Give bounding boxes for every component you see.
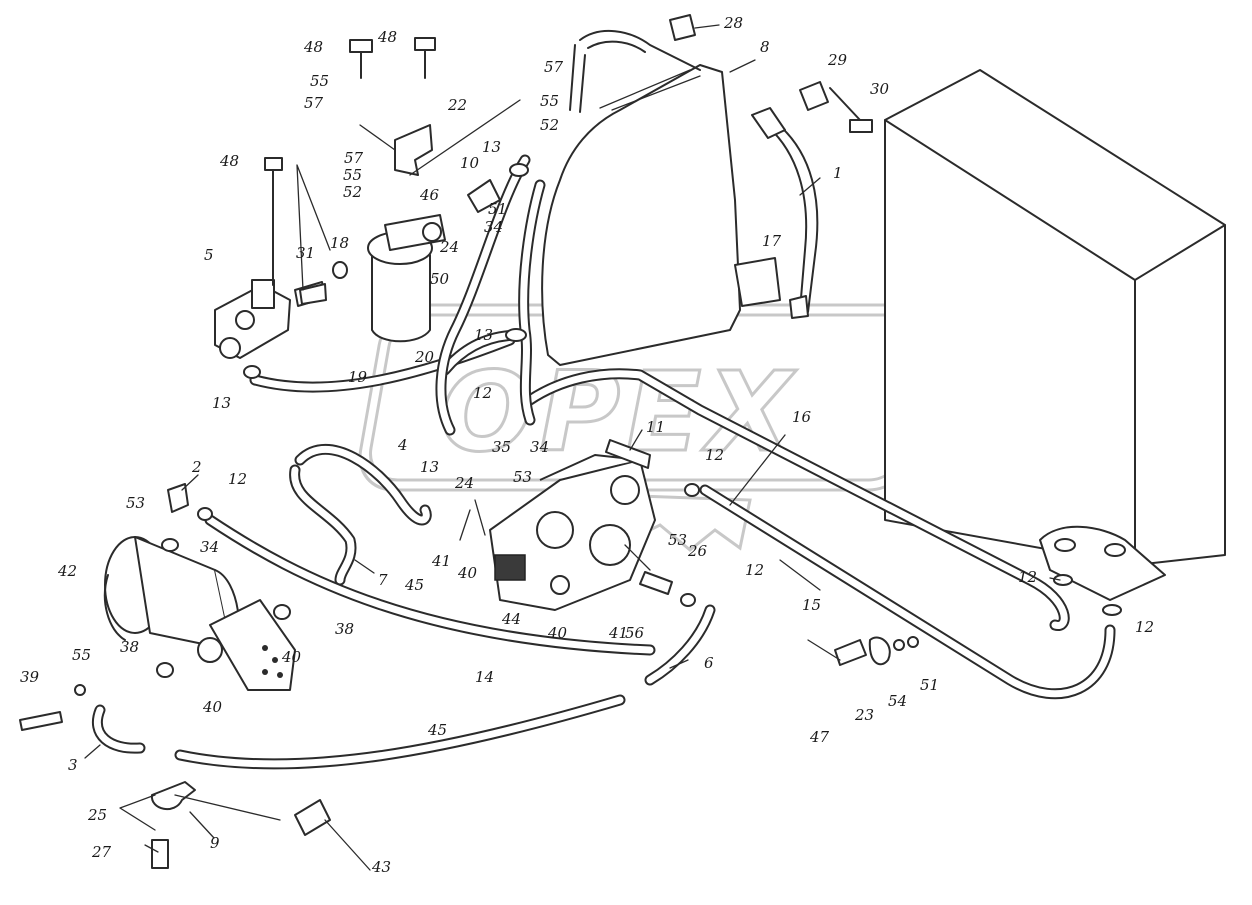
callout-57-a: 57 [304, 94, 324, 112]
callout-5: 5 [204, 246, 214, 264]
callout-38-b: 38 [120, 638, 139, 656]
callout-46: 46 [419, 186, 440, 204]
callout-40-c: 40 [457, 564, 478, 582]
fittings [19, 14, 1122, 869]
callout-40-b: 40 [202, 698, 223, 716]
radiator-block [884, 69, 1226, 601]
hydraulic-tank [541, 29, 781, 366]
tank-strap [751, 107, 819, 319]
callout-55-d: 55 [72, 646, 91, 664]
callout-4: 4 [397, 436, 408, 454]
leader-lines [84, 24, 1061, 871]
callout-43: 43 [371, 858, 391, 876]
callout-47: 47 [809, 728, 830, 746]
callout-45-b: 45 [427, 721, 447, 739]
main-pump [489, 454, 656, 611]
hoses [91, 154, 1116, 770]
callout-17: 17 [762, 232, 782, 250]
callout-19: 19 [348, 368, 368, 386]
callout-25: 25 [87, 806, 107, 824]
callout-48-b: 48 [377, 28, 397, 46]
callout-12-f: 12 [1135, 618, 1154, 636]
callout-56: 56 [625, 624, 645, 642]
callout-13-a: 13 [212, 394, 231, 412]
callout-15: 15 [802, 596, 821, 614]
motor-42 [103, 536, 296, 691]
callout-18: 18 [330, 234, 349, 252]
callout-20: 20 [414, 348, 435, 366]
callout-52-a: 52 [540, 116, 559, 134]
oil-filter [367, 214, 446, 343]
callout-39: 39 [20, 668, 40, 686]
callout-23: 23 [854, 706, 874, 724]
callout-13-c: 13 [482, 138, 501, 156]
callout-24-a: 24 [439, 238, 459, 256]
callout-57-c: 57 [344, 149, 364, 167]
callout-55-c: 55 [343, 166, 362, 184]
callout-41-b: 41 [608, 624, 628, 642]
callout-53-c: 53 [668, 531, 687, 549]
callout-11: 11 [646, 418, 665, 436]
callout-26: 26 [687, 542, 708, 560]
callout-9: 9 [210, 834, 220, 852]
callout-35: 35 [492, 438, 511, 456]
hose-7 [289, 464, 357, 586]
callout-8: 8 [760, 38, 770, 56]
callouts: 1 2 3 4 5 6 7 8 9 10 11 12 12 12 12 12 1… [20, 14, 1154, 876]
callout-53-a: 53 [126, 494, 145, 512]
filter-bracket [394, 124, 433, 176]
callout-42: 42 [57, 562, 77, 580]
callout-40-d: 40 [547, 624, 568, 642]
callout-44: 44 [501, 610, 521, 628]
callout-16: 16 [792, 408, 812, 426]
callout-12-d: 12 [745, 561, 764, 579]
callout-34-b: 34 [530, 438, 549, 456]
callout-51-a: 51 [488, 200, 507, 218]
callout-57-b: 57 [544, 58, 564, 76]
callout-40-a: 40 [281, 648, 302, 666]
callout-2: 2 [191, 458, 202, 476]
callout-50: 50 [430, 270, 450, 288]
callout-28: 28 [723, 14, 743, 32]
callout-10: 10 [460, 154, 480, 172]
callout-12-e: 12 [1018, 568, 1037, 586]
callout-1: 1 [833, 164, 843, 182]
callout-24-b: 24 [454, 474, 474, 492]
callout-34-c: 34 [200, 538, 219, 556]
callout-22: 22 [447, 96, 467, 114]
callout-53-b: 53 [513, 468, 532, 486]
callout-51-b: 51 [920, 676, 939, 694]
callout-3: 3 [68, 756, 78, 774]
callout-34-a: 34 [484, 218, 503, 236]
callout-13-b: 13 [474, 326, 493, 344]
callout-12-a: 12 [228, 470, 247, 488]
callout-55-b: 55 [540, 92, 559, 110]
callout-12-c: 12 [705, 446, 724, 464]
callout-7: 7 [378, 571, 388, 589]
callout-48-a: 48 [303, 38, 323, 56]
callout-54: 54 [888, 692, 907, 710]
valve-5 [214, 279, 326, 359]
callout-6: 6 [704, 654, 714, 672]
callout-41-a: 41 [431, 552, 451, 570]
callout-29: 29 [827, 51, 848, 69]
callout-55-a: 55 [310, 72, 329, 90]
hose-6 [644, 604, 716, 686]
callout-14: 14 [475, 668, 494, 686]
callout-13-d: 13 [420, 458, 439, 476]
callout-45-a: 45 [404, 576, 424, 594]
callout-52-b: 52 [343, 183, 362, 201]
callout-38-a: 38 [335, 620, 354, 638]
callout-31: 31 [296, 244, 315, 262]
callout-27: 27 [91, 843, 112, 861]
callout-12-b: 12 [473, 384, 492, 402]
callout-30: 30 [870, 80, 890, 98]
callout-48-c: 48 [219, 152, 239, 170]
